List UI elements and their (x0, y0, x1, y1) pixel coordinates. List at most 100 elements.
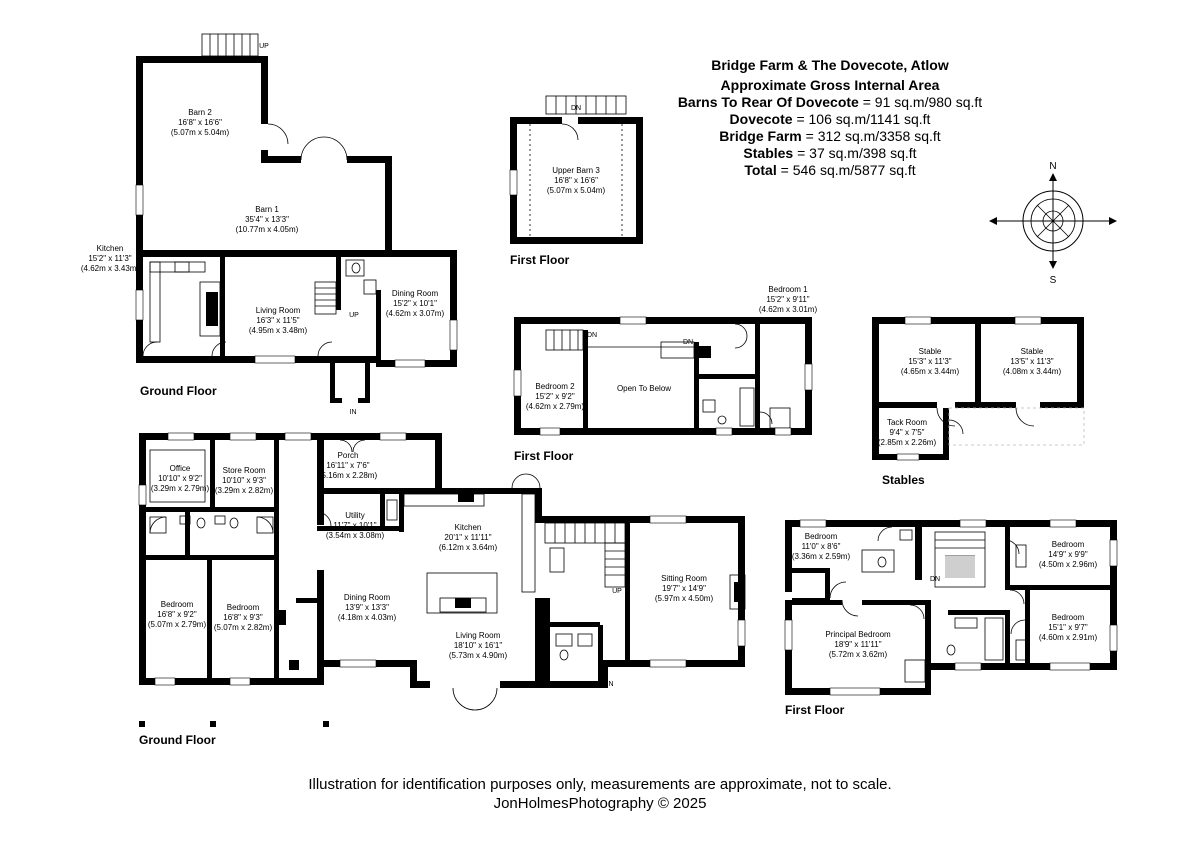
living-size-metric: (5.73m x 4.90m) (449, 651, 508, 660)
store-room-size-imperial: 10'10" x 9'3" (222, 476, 266, 485)
f-bedroom-small-size-imperial: 11'0" x 8'6" (802, 542, 841, 551)
first-stair-down-mark: DN (587, 332, 597, 339)
bedroom-b-size-metric: (5.07m x 2.82m) (214, 623, 273, 632)
stables-label: Stables (882, 473, 925, 487)
stair-up-mark: UP (259, 43, 269, 50)
living-size-imperial: 18'10" x 16'1" (454, 641, 502, 650)
farm-stair-up-mark: UP (612, 588, 622, 595)
f-bedroom-ne-size-imperial: 14'9" x 9'9" (1048, 550, 1088, 559)
area-line-total: Total = 546 sq.m/5877 sq.ft (744, 162, 915, 178)
credit-text: JonHolmesPhotography © 2025 (494, 795, 707, 812)
barn-2-name: Barn 2 (188, 108, 212, 117)
bedroom-a-name: Bedroom (161, 600, 194, 609)
farm-first-floor: DN Bedroom 11'0" x 8'6" (3.36m x 2.59m) (784, 519, 1118, 717)
tack-room-size-metric: (2.85m x 2.26m) (878, 438, 937, 447)
dc-kitchen-size-imperial: 15'2" x 11'3" (88, 254, 131, 263)
compass-icon: N S (989, 161, 1117, 286)
kitchen-size-imperial: 20'1" x 11'11" (444, 533, 491, 542)
dovecote-first-floor: DN DN Bedroom 1 15'2" x 9'11" (4.62m x 3… (513, 285, 818, 463)
plan-title: Bridge Farm & The Dovecote, Atlow (711, 57, 949, 73)
stable-b-name: Stable (1021, 347, 1044, 356)
landing-stair-down-mark: DN (930, 576, 940, 583)
farm-ground-floor: UP IN Office 10'10" x 9'2" (3.29m (138, 432, 746, 747)
dc-bedroom-2-name: Bedroom 2 (535, 382, 575, 391)
bedroom-b-size-imperial: 16'8" x 9'3" (223, 613, 263, 622)
area-header: Bridge Farm & The Dovecote, Atlow Approx… (678, 57, 982, 178)
tack-room-size-imperial: 9'4" x 7'5" (890, 428, 925, 437)
disclaimer-text: Illustration for identification purposes… (308, 776, 891, 793)
dining-name: Dining Room (344, 593, 391, 602)
f-bedroom-ne-size-metric: (4.50m x 2.96m) (1039, 560, 1098, 569)
upper-barn-3-name: Upper Barn 3 (552, 166, 600, 175)
area-line-bridge-farm: Bridge Farm = 312 sq.m/3358 sq.ft (719, 128, 940, 144)
upper-barn-3-size-imperial: 16'8" x 16'6" (554, 176, 598, 185)
store-room-name: Store Room (223, 466, 266, 475)
store-room-size-metric: (3.29m x 2.82m) (215, 486, 274, 495)
sitting-size-metric: (5.97m x 4.50m) (655, 594, 714, 603)
dc-living-name: Living Room (256, 306, 301, 315)
compass-north: N (1049, 161, 1056, 172)
sitting-name: Sitting Room (661, 574, 707, 583)
dc-bedroom-1-size-imperial: 15'2" x 9'11" (766, 295, 809, 304)
kitchen-size-metric: (6.12m x 3.64m) (439, 543, 498, 552)
open-to-below-label: Open To Below (617, 384, 671, 393)
kitchen-name: Kitchen (455, 523, 482, 532)
porch-size-metric: (5.16m x 2.28m) (319, 471, 378, 480)
f-bedroom-small-size-metric: (3.36m x 2.59m) (792, 552, 851, 561)
upper-barn-3-size-metric: (5.07m x 5.04m) (547, 186, 606, 195)
stable-a-name: Stable (919, 347, 942, 356)
dc-kitchen-name: Kitchen (97, 244, 124, 253)
dc-dining-size-imperial: 15'2" x 10'1" (393, 299, 437, 308)
bedroom-b-name: Bedroom (227, 603, 260, 612)
office-size-metric: (3.29m x 2.79m) (151, 484, 210, 493)
farm-ground-floor-label: Ground Floor (139, 733, 216, 747)
office-name: Office (170, 464, 191, 473)
barn-2-size-imperial: 16'8" x 16'6" (178, 118, 222, 127)
stable-a-size-imperial: 15'3" x 11'3" (908, 357, 951, 366)
farm-first-floor-label: First Floor (785, 703, 845, 717)
barn-1-size-metric: (10.77m x 4.05m) (236, 225, 299, 234)
upper-barn-3-plan: DN Upper Barn 3 16'8" x 16'6" (5.07m x 5… (509, 95, 643, 267)
area-line-stables: Stables = 37 sq.m/398 sq.ft (743, 145, 916, 161)
f-bedroom-ne-name: Bedroom (1052, 540, 1085, 549)
dining-size-metric: (4.18m x 4.03m) (338, 613, 397, 622)
dc-living-size-imperial: 16'3" x 11'5" (256, 316, 299, 325)
f-bedroom-e-name: Bedroom (1052, 613, 1085, 622)
f-bedroom-e-size-imperial: 15'1" x 9'7" (1048, 623, 1088, 632)
tack-room-name: Tack Room (887, 418, 927, 427)
compass-south: S (1050, 275, 1057, 286)
porch-size-imperial: 16'11" x 7'6" (326, 461, 369, 470)
porch-name: Porch (338, 451, 359, 460)
stable-b-size-metric: (4.08m x 3.44m) (1003, 367, 1062, 376)
utility-size-metric: (3.54m x 3.08m) (326, 531, 385, 540)
area-line-dovecote: Dovecote = 106 sq.m/1141 sq.ft (730, 111, 931, 127)
bedroom-a-size-imperial: 16'8" x 9'2" (157, 610, 197, 619)
farm-entrance-mark: IN (607, 681, 614, 688)
first-stair-down-mark-2: DN (683, 339, 693, 346)
dc-dining-name: Dining Room (392, 289, 439, 298)
dc-bedroom-2-size-imperial: 15'2" x 9'2" (535, 392, 575, 401)
utility-size-imperial: 11'7" x 10'1" (333, 521, 376, 530)
principal-bedroom-name: Principal Bedroom (825, 630, 891, 639)
stair-up-living: UP (349, 312, 359, 319)
principal-bedroom-size-imperial: 18'9" x 11'11" (834, 640, 881, 649)
barn-1-name: Barn 1 (255, 205, 279, 214)
f-bedroom-e-size-metric: (4.60m x 2.91m) (1039, 633, 1098, 642)
barn-1-size-imperial: 35'4" x 13'3" (245, 215, 289, 224)
office-size-imperial: 10'10" x 9'2" (158, 474, 202, 483)
barn-2-size-metric: (5.07m x 5.04m) (171, 128, 230, 137)
dovecote-ground-floor-label: Ground Floor (140, 384, 217, 398)
dc-bedroom-1-name: Bedroom 1 (768, 285, 808, 294)
stables-plan: Stable 15'3" x 11'3" (4.65m x 3.44m) Sta… (872, 316, 1085, 487)
sitting-size-imperial: 19'7" x 14'9" (662, 584, 706, 593)
dovecote-first-floor-label: First Floor (514, 449, 574, 463)
f-bedroom-small-name: Bedroom (805, 532, 838, 541)
utility-name: Utility (345, 511, 365, 520)
dining-size-imperial: 13'9" x 13'3" (345, 603, 389, 612)
dc-bedroom-1-size-metric: (4.62m x 3.01m) (759, 305, 818, 314)
upper-barn-floor-label: First Floor (510, 253, 570, 267)
living-name: Living Room (456, 631, 501, 640)
dc-kitchen-size-metric: (4.62m x 3.43m) (81, 264, 140, 273)
barn3-stair-down-mark: DN (571, 105, 581, 112)
